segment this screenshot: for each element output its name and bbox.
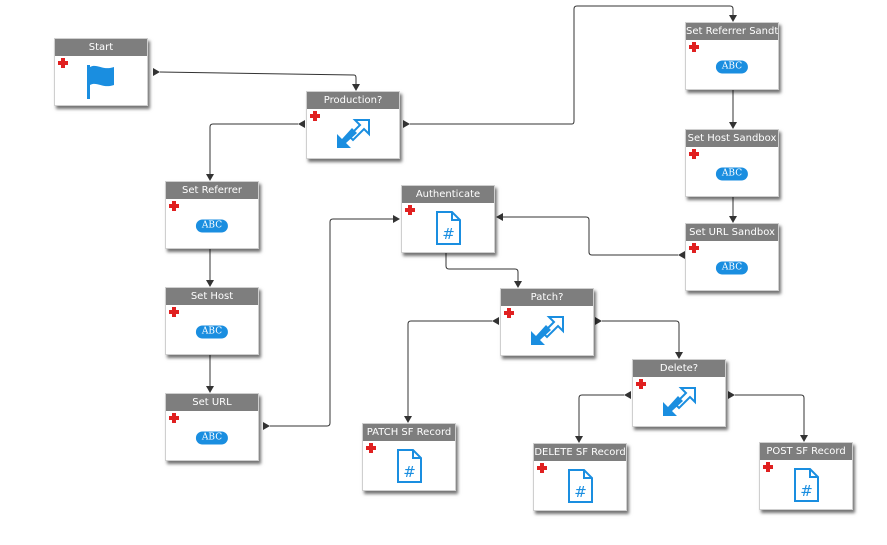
flag-icon xyxy=(87,65,114,99)
arrow-sandbox-host-in xyxy=(729,122,737,129)
svg-text:#: # xyxy=(574,483,587,501)
sandbox-url-left-port xyxy=(678,251,685,259)
node-title: Set URL xyxy=(166,394,258,411)
arrow-patch-in xyxy=(514,281,522,288)
flow-node-set-host[interactable]: Set Host ABC xyxy=(165,287,259,355)
abc-icon: ABC xyxy=(715,60,749,74)
node-title: Set Referrer xyxy=(166,182,258,199)
arrow-post-sf-in xyxy=(800,435,808,442)
abc-icon: ABC xyxy=(195,325,229,339)
script-icon: # xyxy=(794,468,819,502)
plus-icon[interactable] xyxy=(169,413,179,423)
node-title: Delete? xyxy=(633,360,725,377)
node-title: Set Referrer Sandt xyxy=(686,23,778,40)
delete-right-port xyxy=(728,391,735,399)
node-title: Patch? xyxy=(501,289,593,306)
node-title: Set URL Sandbox xyxy=(686,224,778,241)
node-title: DELETE SF Record xyxy=(534,444,626,461)
arrow-set-url-in xyxy=(206,386,214,393)
flow-node-production[interactable]: Production? xyxy=(306,91,400,159)
edge-sandbox-url-authenticate xyxy=(503,216,678,256)
abc-icon: ABC xyxy=(715,261,749,275)
plus-icon[interactable] xyxy=(689,42,699,52)
abc-icon: ABC xyxy=(715,167,749,181)
edge-authenticate-patch xyxy=(445,253,519,281)
flow-node-set-host-sandbox[interactable]: Set Host Sandbox ABC xyxy=(685,129,779,197)
edge-patch-patch-sf xyxy=(407,320,492,416)
script-icon: # xyxy=(568,469,593,503)
plus-icon[interactable] xyxy=(169,201,179,211)
svg-text:#: # xyxy=(403,463,416,481)
edge-patch-delete xyxy=(602,320,680,352)
edge-delete-post-sf xyxy=(735,394,805,435)
node-title: Production? xyxy=(307,92,399,109)
arrow-delete-sf-in xyxy=(575,436,583,443)
arrow-set-host-in xyxy=(206,280,214,287)
edge-start-production xyxy=(159,71,357,84)
patch-left-port xyxy=(492,317,499,325)
plus-icon[interactable] xyxy=(689,149,699,159)
production-right-port xyxy=(403,120,410,128)
flow-node-patch-sf[interactable]: PATCH SF Record # xyxy=(362,423,456,491)
script-icon: # xyxy=(436,211,461,245)
plus-icon[interactable] xyxy=(58,58,68,68)
arrow-sandbox-referrer-in xyxy=(729,15,737,22)
flow-node-set-referrer[interactable]: Set Referrer ABC xyxy=(165,181,259,249)
start-out-port xyxy=(153,68,160,76)
production-left-port xyxy=(298,120,305,128)
decision-icon xyxy=(337,119,370,148)
plus-icon[interactable] xyxy=(169,307,179,317)
arrow-delete-in xyxy=(675,352,683,359)
abc-icon: ABC xyxy=(195,219,229,233)
flow-node-set-url[interactable]: Set URL ABC xyxy=(165,393,259,461)
svg-text:#: # xyxy=(800,482,813,500)
arrow-patch-sf-in xyxy=(404,416,412,423)
edge-production-set-referrer xyxy=(209,123,298,174)
node-title: Set Host Sandbox xyxy=(686,130,778,147)
arrow-authenticate-left-in xyxy=(393,215,400,223)
plus-icon[interactable] xyxy=(405,205,415,215)
arrow-sandbox-url-in xyxy=(729,216,737,223)
flow-node-set-url-sandbox[interactable]: Set URL Sandbox ABC xyxy=(685,223,779,291)
svg-text:#: # xyxy=(442,225,455,243)
plus-icon[interactable] xyxy=(366,443,376,453)
flow-node-authenticate[interactable]: Authenticate # xyxy=(401,185,495,253)
flow-node-patch[interactable]: Patch? xyxy=(500,288,594,356)
decision-icon xyxy=(531,316,564,345)
flow-node-set-referrer-sandbox[interactable]: Set Referrer Sandt ABC xyxy=(685,22,779,90)
arrow-set-referrer-in xyxy=(206,174,214,181)
plus-icon[interactable] xyxy=(504,308,514,318)
edge-production-sandbox xyxy=(410,5,734,125)
plus-icon[interactable] xyxy=(636,379,646,389)
flow-node-start[interactable]: Start xyxy=(54,38,148,106)
node-title: POST SF Record xyxy=(760,443,852,460)
decision-icon xyxy=(663,387,696,416)
plus-icon[interactable] xyxy=(763,462,773,472)
node-title: PATCH SF Record xyxy=(363,424,455,441)
flow-node-post-sf[interactable]: POST SF Record # xyxy=(759,442,853,510)
node-title: Start xyxy=(55,39,147,56)
plus-icon[interactable] xyxy=(310,111,320,121)
arrow-production-in xyxy=(352,84,360,91)
flow-node-delete[interactable]: Delete? xyxy=(632,359,726,427)
arrow-authenticate-right-in xyxy=(496,213,503,221)
flow-node-delete-sf[interactable]: DELETE SF Record # xyxy=(533,443,627,511)
delete-left-port xyxy=(624,391,631,399)
plus-icon[interactable] xyxy=(537,463,547,473)
set-url-out-port xyxy=(263,422,270,430)
plus-icon[interactable] xyxy=(689,243,699,253)
abc-icon: ABC xyxy=(195,431,229,445)
edge-set-url-authenticate xyxy=(270,218,393,427)
node-title: Set Host xyxy=(166,288,258,305)
patch-right-port xyxy=(595,317,602,325)
node-title: Authenticate xyxy=(402,186,494,203)
edge-delete-delete-sf xyxy=(578,394,624,436)
script-icon: # xyxy=(397,449,422,483)
